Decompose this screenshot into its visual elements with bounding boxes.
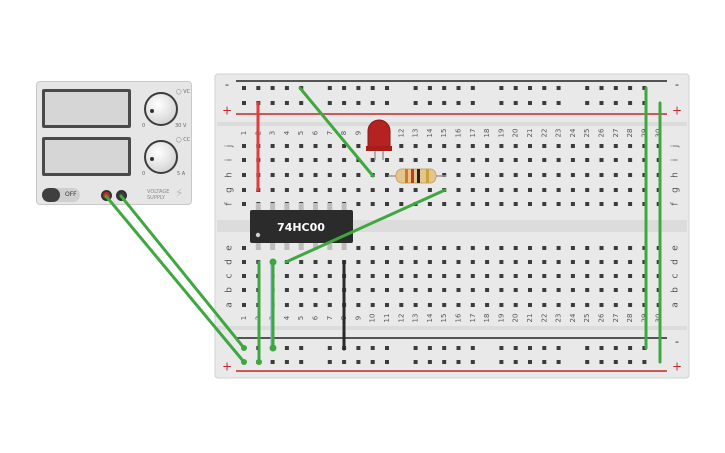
chip-pin: [341, 241, 347, 250]
chip-pin: [284, 203, 290, 212]
wire-endpoint[interactable]: [241, 345, 247, 351]
chip-pin: [327, 203, 333, 212]
current-min-label: 0: [142, 171, 146, 177]
chip-pin: [284, 241, 290, 250]
chip-pin: [270, 203, 276, 212]
knob-indicator-icon: [150, 157, 154, 161]
device-label: VOLTAGE SUPPLY: [147, 189, 170, 201]
wire-endpoint[interactable]: [256, 359, 262, 365]
voltage-knob[interactable]: [144, 92, 178, 126]
chip-label: 74HC00: [277, 221, 325, 234]
chip-pin: [270, 241, 276, 250]
green-wire-psu-negative[interactable]: [119, 194, 246, 350]
chip-pin: [313, 241, 318, 250]
green-wire-output[interactable]: [284, 188, 447, 264]
green-wire-led[interactable]: [298, 86, 375, 178]
voltage-display: [42, 89, 131, 128]
switch-thumb: [42, 188, 60, 202]
voltage-max-label: 30 V: [175, 123, 187, 129]
chip-pin: [313, 203, 318, 212]
lightning-icon: ⚡: [175, 186, 184, 200]
red-led[interactable]: [366, 119, 392, 160]
chip-pin: [327, 241, 333, 250]
current-tag: ◯ CC: [176, 137, 191, 143]
chip-pin: [298, 241, 304, 250]
wire-endpoint[interactable]: [269, 258, 277, 266]
chip-pin: [341, 203, 347, 212]
green-wire-psu-positive[interactable]: [104, 194, 246, 364]
knob-indicator-icon: [150, 109, 154, 113]
chip-pin: [255, 241, 261, 250]
chip-pin: [255, 203, 261, 212]
current-max-label: 5 A: [177, 171, 186, 177]
voltage-min-label: 0: [142, 123, 146, 129]
switch-label: OFF: [65, 191, 77, 198]
power-supply[interactable]: ◯ VC ◯ CC 30 V 0 5 A 0 OFF VOLTAGE SUPPL…: [36, 81, 192, 205]
ic-chip-74hc00[interactable]: 74HC00: [250, 203, 353, 250]
voltage-tag: ◯ VC: [176, 89, 191, 95]
power-switch[interactable]: OFF: [42, 188, 80, 202]
pin1-marker-icon: [255, 232, 261, 238]
resistor[interactable]: [388, 168, 446, 184]
wire-endpoint[interactable]: [241, 359, 247, 365]
current-display: [42, 137, 131, 176]
current-knob[interactable]: [144, 140, 178, 174]
chip-pin: [298, 203, 304, 212]
wire-endpoint[interactable]: [269, 344, 277, 352]
